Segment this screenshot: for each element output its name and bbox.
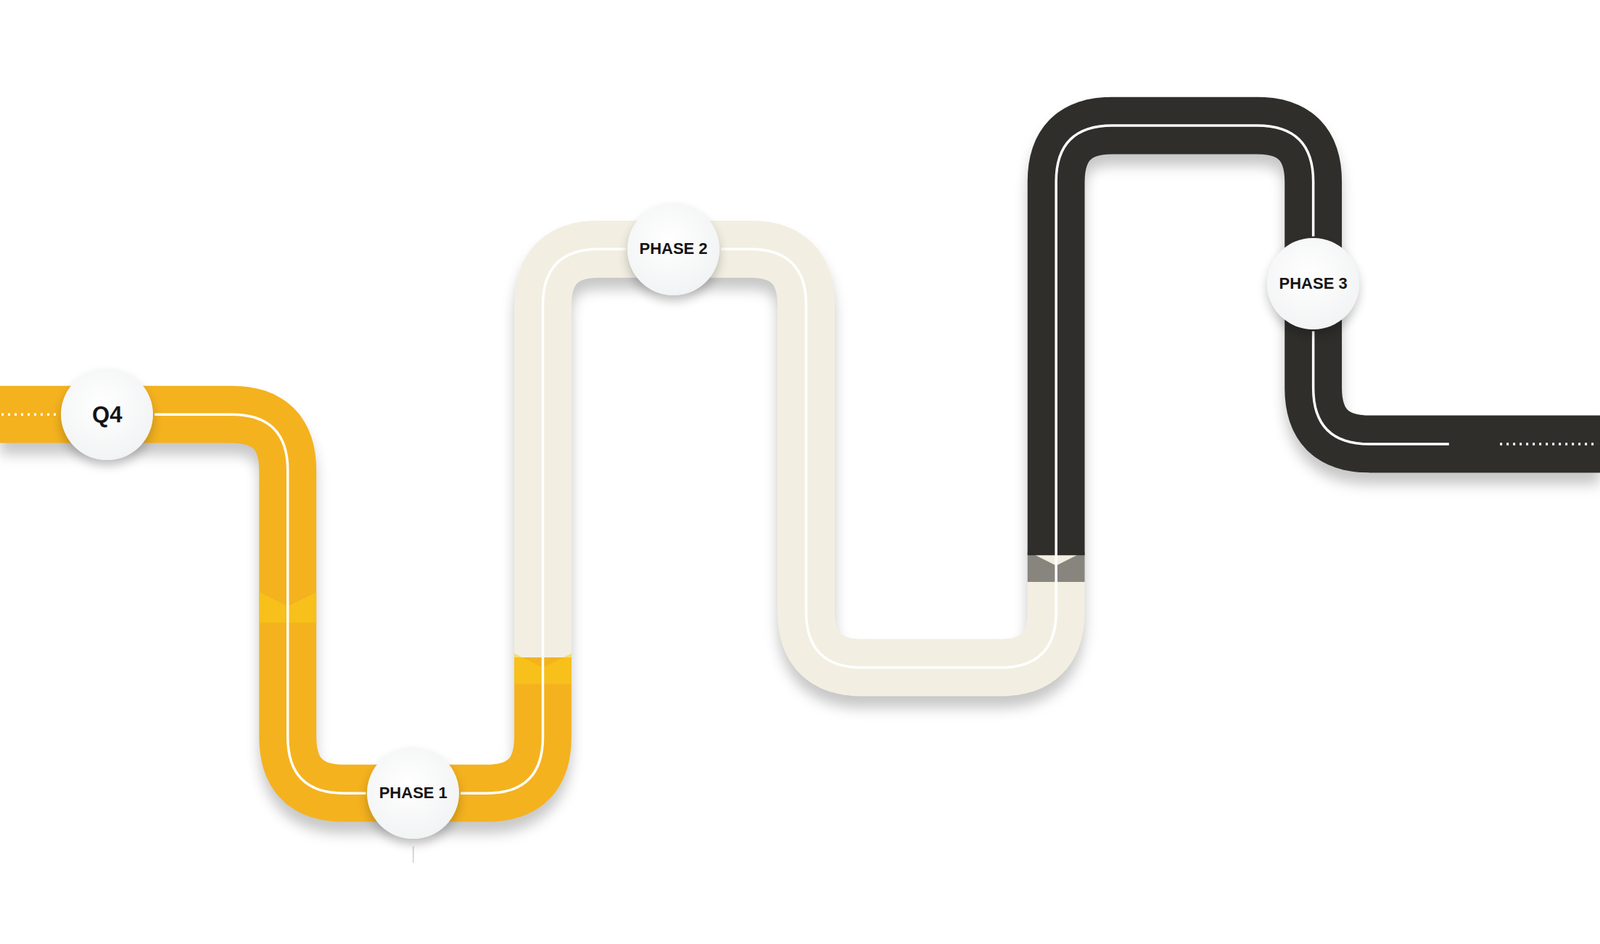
milestone-circle: PHASE 2 [627, 203, 720, 296]
road-centre-line [460, 248, 626, 793]
road-dotted-line [1, 412, 57, 416]
milestone-circle: PHASE 3 [1267, 237, 1360, 331]
road-centre-line [154, 414, 366, 793]
road-segment [542, 248, 1057, 668]
milestone-label: PHASE 2 [638, 240, 708, 257]
road-segment [1056, 125, 1600, 555]
milestone-label: PHASE 3 [1279, 275, 1348, 292]
road-centre-line [720, 125, 1314, 668]
milestone-circle: PHASE 1 [366, 747, 460, 840]
milestone-label: PHASE 1 [379, 784, 448, 801]
milestone-circle: Q4 [60, 368, 154, 461]
milestone-label: Q4 [92, 403, 122, 426]
road-centre-line [1313, 330, 1450, 444]
tick-mark [412, 845, 415, 863]
road-segment [0, 414, 543, 793]
road-dotted-line [1499, 442, 1598, 446]
